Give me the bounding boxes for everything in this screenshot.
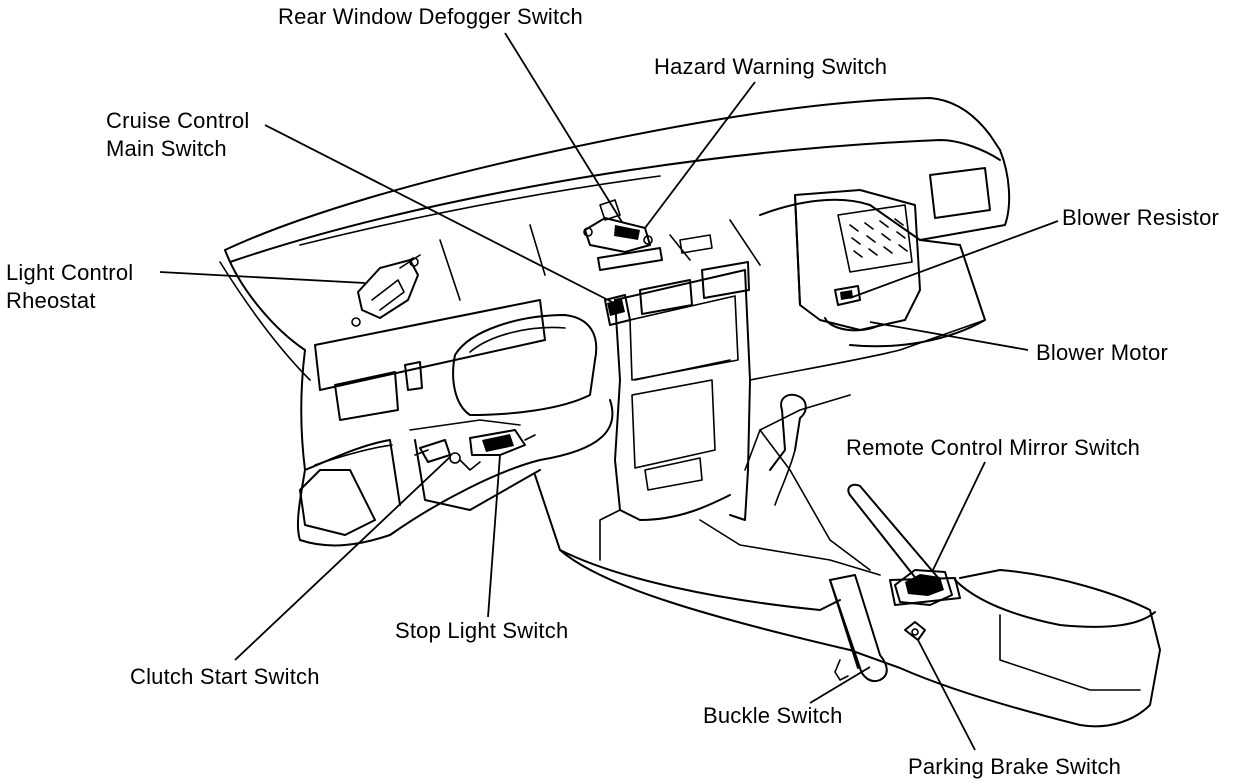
- label-remote-control-mirror-switch: Remote Control Mirror Switch: [846, 434, 1140, 462]
- label-blower-resistor-text: Blower Resistor: [1062, 205, 1220, 230]
- blower-unit-part: [794, 189, 921, 332]
- label-remote-control-mirror-switch-text: Remote Control Mirror Switch: [846, 435, 1141, 460]
- label-clutch-start-switch: Clutch Start Switch: [130, 663, 320, 691]
- label-light-control-line2: Rheostat: [6, 288, 96, 313]
- rear-window-defogger-switch-part: [583, 199, 653, 253]
- label-stop-light-switch-text: Stop Light Switch: [395, 618, 569, 643]
- parking-brake-switch-part: [904, 621, 926, 641]
- label-hazard-warning-switch-text: Hazard Warning Switch: [654, 54, 888, 79]
- label-cruise-control-line1: Cruise Control: [106, 108, 250, 133]
- label-buckle-switch-text: Buckle Switch: [703, 703, 843, 728]
- label-light-control-line1: Light Control: [6, 260, 134, 285]
- cruise-control-main-switch-part: [604, 294, 631, 326]
- label-rear-window-defogger-switch-text: Rear Window Defogger Switch: [278, 4, 583, 29]
- label-clutch-start-switch-text: Clutch Start Switch: [130, 664, 320, 689]
- label-buckle-switch: Buckle Switch: [703, 702, 843, 730]
- label-rear-window-defogger-switch: Rear Window Defogger Switch: [278, 3, 583, 31]
- mirror-switch-part: [894, 569, 953, 606]
- label-stop-light-switch: Stop Light Switch: [395, 617, 568, 645]
- label-parking-brake-switch: Parking Brake Switch: [908, 753, 1121, 781]
- label-light-control-rheostat: Light Control Rheostat: [6, 259, 133, 315]
- label-cruise-control-line2: Main Switch: [106, 136, 227, 161]
- label-cruise-control-main-switch: Cruise Control Main Switch: [106, 107, 249, 163]
- label-blower-motor-text: Blower Motor: [1036, 340, 1168, 365]
- label-hazard-warning-switch: Hazard Warning Switch: [654, 53, 887, 81]
- stop-and-clutch-switch-parts: [414, 429, 536, 471]
- dashboard-body: [219, 97, 1161, 728]
- hazard-switch-trim: [679, 234, 713, 254]
- label-parking-brake-switch-text: Parking Brake Switch: [908, 754, 1122, 779]
- label-blower-motor: Blower Motor: [1036, 339, 1168, 367]
- label-blower-resistor: Blower Resistor: [1062, 204, 1219, 232]
- leader-lines: [159, 32, 1059, 751]
- light-control-rheostat-part: [351, 254, 421, 327]
